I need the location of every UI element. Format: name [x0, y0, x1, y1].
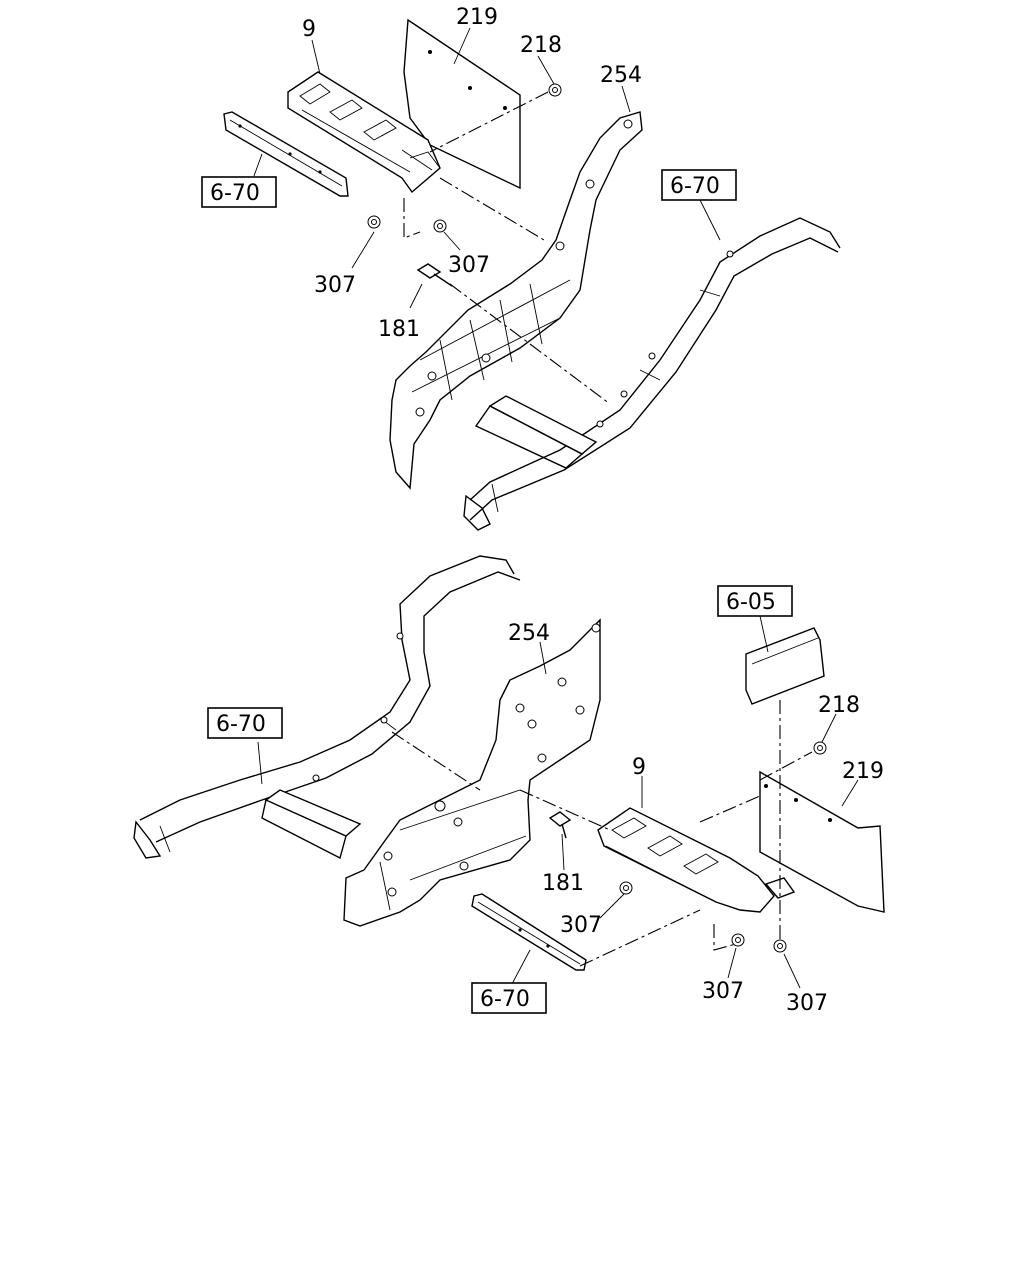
upper-ref-right-text: 6-70: [670, 174, 720, 199]
lower-assembly-lines: [391, 700, 813, 967]
lower-leaders: [257, 615, 859, 989]
upper-label-307-left: 307: [314, 273, 356, 298]
upper-leaders: [253, 27, 721, 309]
upper-label-307-right: 307: [448, 253, 490, 278]
lower-rail-bottom: [471, 893, 587, 971]
upper-fastener-307-right: [433, 219, 447, 233]
lower-label-254: 254: [508, 621, 550, 646]
upper-ref-left-text: 6-70: [210, 181, 260, 206]
lower-fastener-307-b: [731, 933, 745, 947]
lower-fastener-307-c: [773, 939, 787, 953]
upper-view: 9 219 218 254 307 307 181 6-70 6-70: [201, 5, 841, 531]
lower-part-219-shield: [759, 770, 885, 913]
lower-frame-rail: [133, 555, 521, 860]
lower-label-218: 218: [818, 693, 860, 718]
upper-fastener-218: [548, 83, 562, 97]
upper-label-254: 254: [600, 63, 642, 88]
lower-ref-left-text: 6-70: [216, 712, 266, 737]
upper-ref-box-left: 6-70: [201, 176, 277, 208]
lower-label-219: 219: [842, 759, 884, 784]
lower-part-9-bracket: [597, 807, 796, 913]
lower-label-307-b: 307: [702, 979, 744, 1004]
lower-ref-top-right-text: 6-05: [726, 590, 776, 615]
upper-assembly-lines: [403, 91, 611, 405]
upper-fastener-307-left: [367, 215, 381, 229]
upper-part-254-skidplate: [389, 111, 643, 490]
upper-label-219: 219: [456, 5, 498, 30]
upper-ref-box-right: 6-70: [661, 169, 737, 201]
lower-view: 254 9 218 219 181 307 307 307 6-70 6-70 …: [133, 555, 885, 1016]
upper-label-218: 218: [520, 33, 562, 58]
upper-rail-left: [223, 111, 349, 197]
lower-ref-bottom-text: 6-70: [480, 987, 530, 1012]
lower-fastener-218: [813, 741, 827, 755]
lower-ref-box-left: 6-70: [207, 707, 283, 739]
lower-ref-box-bottom: 6-70: [471, 982, 547, 1014]
upper-frame-rail: [463, 217, 841, 531]
lower-label-181: 181: [542, 871, 584, 896]
lower-ref-box-top-right: 6-05: [717, 585, 793, 617]
lower-label-307-a: 307: [560, 913, 602, 938]
upper-fastener-181-bolt: [416, 263, 453, 287]
lower-label-307-c: 307: [786, 991, 828, 1016]
upper-part-9-bracket: [287, 71, 441, 194]
upper-label-9: 9: [302, 17, 316, 42]
upper-label-181: 181: [378, 317, 420, 342]
lower-part-6-05: [745, 627, 825, 705]
lower-label-9: 9: [632, 755, 646, 780]
lower-fastener-307-a: [619, 881, 633, 895]
lower-fastener-181-bolt: [548, 811, 572, 839]
lower-part-254-skidplate: [343, 618, 601, 927]
